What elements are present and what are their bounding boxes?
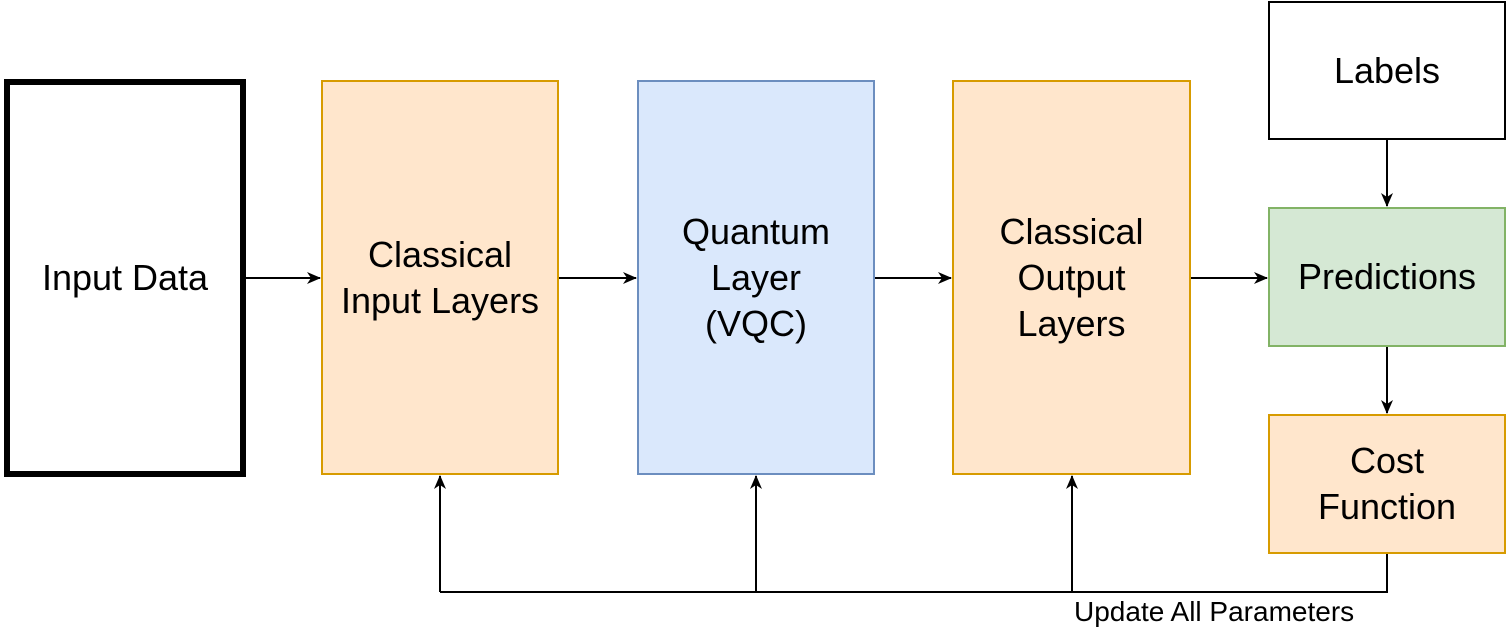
node-classical-output-label-line1: Classical (999, 210, 1144, 252)
node-labels: Labels (1268, 1, 1506, 140)
edge-update-feedback (440, 554, 1388, 593)
node-cost-function-label-line1: Cost (1349, 440, 1424, 481)
node-classical-input-label-line2: Input Layers (340, 279, 540, 321)
node-classical-input-label-line1: Classical (367, 233, 513, 275)
node-input-data-label: Input Data (41, 257, 209, 298)
node-classical-output-label-line2: Output (1017, 256, 1126, 298)
node-cost-function-label-line2: Function (1317, 486, 1457, 527)
node-labels-label: Labels (1333, 49, 1441, 91)
node-quantum-label-line3: (VQC) (704, 302, 807, 344)
node-quantum-layer: Quantum Layer (VQC) (637, 80, 875, 475)
node-input-data: Input Data (4, 79, 246, 477)
node-predictions-label: Predictions (1297, 256, 1477, 297)
node-classical-input-layers: Classical Input Layers (321, 80, 559, 475)
node-quantum-label-line2: Layer (710, 256, 802, 298)
node-classical-output-label-line3: Layers (1017, 302, 1126, 344)
node-cost-function: Cost Function (1268, 414, 1506, 554)
edge-label-update-all-parameters: Update All Parameters (1074, 596, 1355, 627)
node-classical-output-layers: Classical Output Layers (952, 80, 1191, 475)
node-predictions: Predictions (1268, 207, 1506, 347)
node-quantum-label-line1: Quantum (681, 210, 831, 252)
